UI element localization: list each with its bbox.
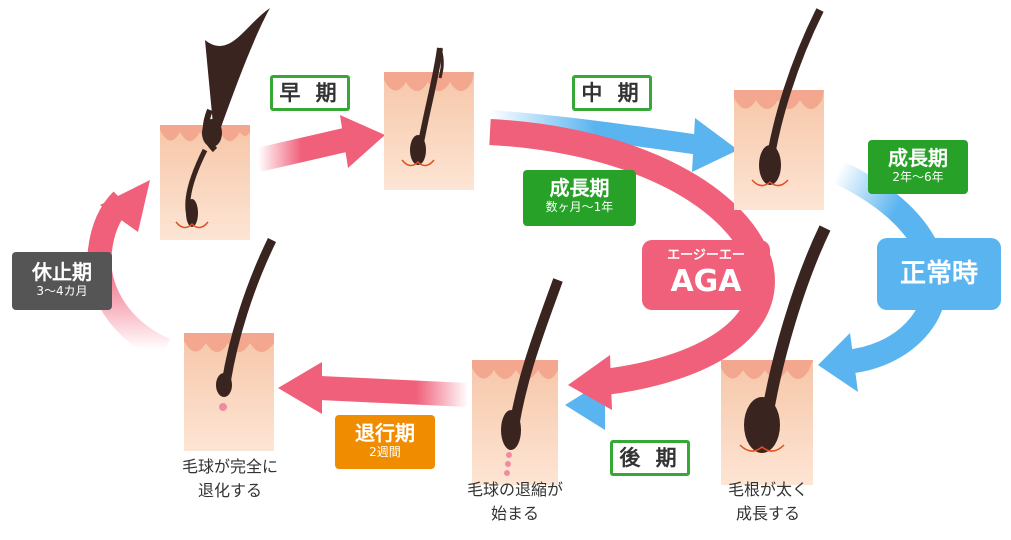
cycle-aga-ruby: エージーエー: [667, 248, 745, 263]
desc-thicken-line1: 毛根が太く: [727, 480, 808, 499]
cycle-aga-label: エージーエー AGA: [642, 240, 770, 310]
phase-telogen: 休止期 3〜4カ月: [12, 252, 112, 310]
phase-telogen-title: 休止期: [32, 260, 92, 284]
cycle-aga-text: AGA: [670, 264, 742, 299]
phase-catagen: 退行期 2週間: [335, 415, 435, 469]
phase-anagen-aga-title: 成長期: [549, 176, 610, 200]
desc-shrink: 毛球の退縮が 始まる: [435, 478, 595, 526]
desc-complete: 毛球が完全に 退化する: [150, 455, 310, 503]
hair-panel-complete: [184, 238, 277, 451]
desc-shrink-line1: 毛球の退縮が: [466, 480, 563, 499]
hair-panel-thick: [734, 8, 824, 210]
desc-thicken: 毛根が太く 成長する: [688, 478, 848, 526]
hair-panel-full: [721, 225, 831, 485]
cycle-normal-label: 正常時: [877, 238, 1001, 310]
arrow-shrink-to-complete: [278, 362, 469, 414]
phase-anagen-normal: 成長期 2年〜6年: [868, 140, 968, 194]
stage-label-early: 早 期: [270, 75, 350, 111]
arrow-early-to-middle: [255, 115, 385, 172]
phase-catagen-title: 退行期: [355, 421, 415, 445]
stage-label-late: 後 期: [610, 440, 690, 476]
desc-complete-line2: 退化する: [197, 481, 262, 500]
hair-panel-shrink: [472, 278, 563, 485]
phase-anagen-aga: 成長期 数ヶ月〜1年: [523, 170, 636, 226]
phase-anagen-normal-title: 成長期: [888, 146, 948, 170]
desc-thicken-line2: 成長する: [735, 504, 800, 523]
phase-anagen-aga-sub: 数ヶ月〜1年: [545, 200, 614, 214]
phase-catagen-sub: 2週間: [369, 445, 401, 459]
desc-complete-line1: 毛球が完全に: [181, 457, 278, 476]
phase-telogen-sub: 3〜4カ月: [36, 284, 88, 298]
hair-panel-early: [160, 8, 270, 240]
hair-panel-middle: [384, 47, 474, 190]
desc-shrink-line2: 始まる: [490, 504, 539, 523]
phase-anagen-normal-sub: 2年〜6年: [892, 170, 944, 184]
stage-label-middle: 中 期: [572, 75, 652, 111]
